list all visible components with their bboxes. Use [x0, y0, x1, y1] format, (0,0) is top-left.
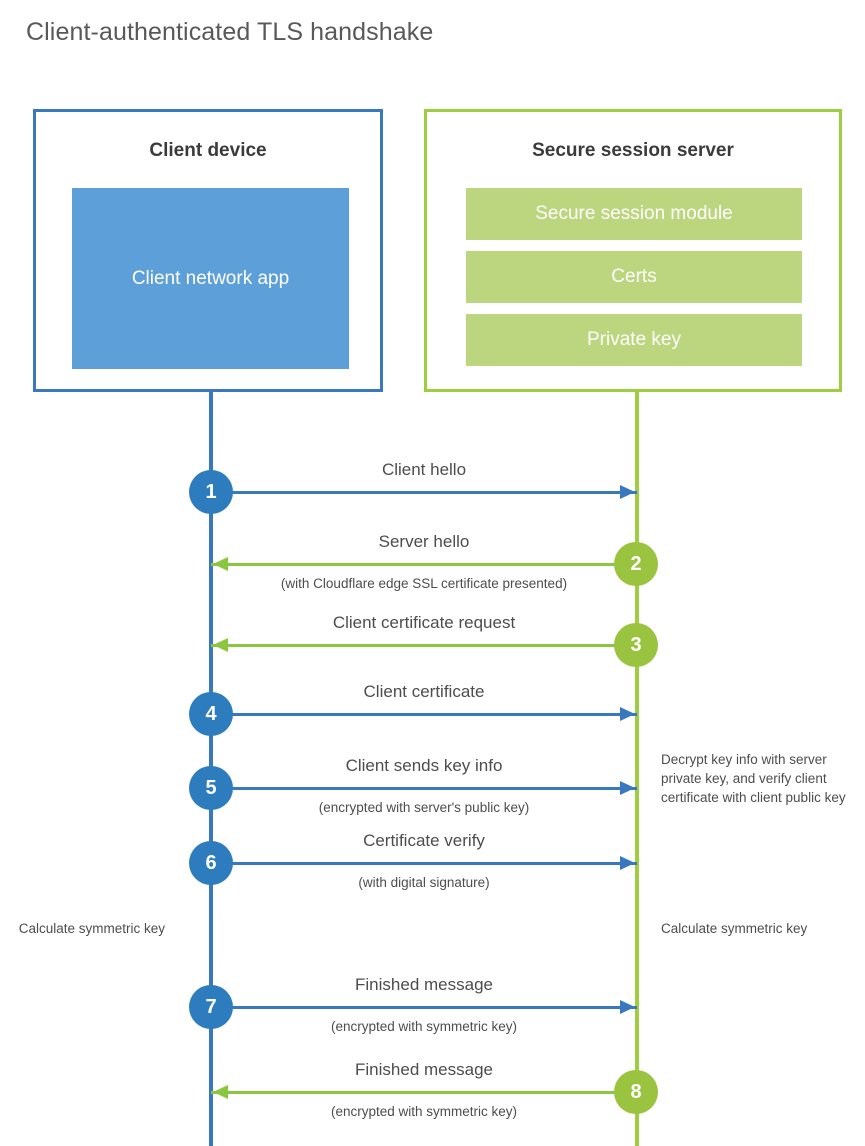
message-label-6: Certificate verify [363, 831, 485, 850]
step-badge-4[interactable]: 4 [189, 692, 233, 736]
arrow-line-6 [211, 862, 637, 865]
server-decrypt-note: Decrypt key info with server private key… [661, 752, 846, 806]
server-component-list: Secure session module Certs Private key [466, 188, 802, 366]
server-lifeline [635, 392, 639, 1146]
arrow-line-1 [211, 491, 637, 494]
message-label-5: Client sends key info [345, 756, 503, 775]
arrow-line-7 [211, 1006, 637, 1009]
arrow-line-2 [211, 563, 637, 566]
step-badge-8[interactable]: 8 [614, 1070, 658, 1114]
message-sublabel-8: (encrypted with symmetric key) [330, 1104, 518, 1119]
arrow-line-5 [211, 787, 637, 790]
step-badge-5[interactable]: 5 [189, 766, 233, 810]
step-badge-7[interactable]: 7 [189, 985, 233, 1029]
step-badge-2[interactable]: 2 [614, 542, 658, 586]
arrow-head-left-2 [213, 557, 228, 571]
message-label-8: Finished message [355, 1060, 493, 1079]
secure-session-server-box: Secure session server Secure session mod… [424, 109, 842, 392]
client-calculate-symmetric-key-note: Calculate symmetric key [18, 921, 165, 936]
page-title: Client-authenticated TLS handshake [26, 18, 434, 46]
message-sublabel-7: (encrypted with symmetric key) [330, 1019, 518, 1034]
arrow-head-right-5 [620, 781, 635, 795]
arrow-line-4 [211, 713, 637, 716]
server-calculate-symmetric-key-note: Calculate symmetric key [661, 921, 808, 936]
message-label-1: Client hello [381, 460, 467, 479]
step-badge-6[interactable]: 6 [189, 841, 233, 885]
arrow-head-right-1 [620, 485, 635, 499]
secure-session-server-title: Secure session server [532, 140, 734, 161]
arrow-line-3 [211, 644, 637, 647]
message-sublabel-5: (encrypted with server's public key) [318, 800, 530, 815]
message-label-7: Finished message [355, 975, 493, 994]
message-label-4: Client certificate [363, 682, 485, 701]
client-network-app-block: Client network app [72, 188, 349, 369]
arrow-line-8 [211, 1091, 637, 1094]
arrow-head-right-7 [620, 1000, 635, 1014]
message-sublabel-6: (with digital signature) [358, 875, 490, 890]
client-device-box: Client device Client network app [33, 109, 383, 392]
message-label-2: Server hello [378, 532, 470, 551]
arrow-head-left-3 [213, 638, 228, 652]
server-component-private-key: Private key [466, 314, 802, 366]
server-component-secure-session-module: Secure session module [466, 188, 802, 240]
step-badge-3[interactable]: 3 [614, 623, 658, 667]
client-device-title: Client device [149, 140, 267, 161]
message-label-3: Client certificate request [332, 613, 516, 632]
arrow-head-right-4 [620, 707, 635, 721]
arrow-head-left-8 [213, 1085, 228, 1099]
arrow-head-right-6 [620, 856, 635, 870]
message-sublabel-2: (with Cloudflare edge SSL certificate pr… [280, 576, 568, 591]
step-badge-1[interactable]: 1 [189, 470, 233, 514]
server-component-certs: Certs [466, 251, 802, 303]
